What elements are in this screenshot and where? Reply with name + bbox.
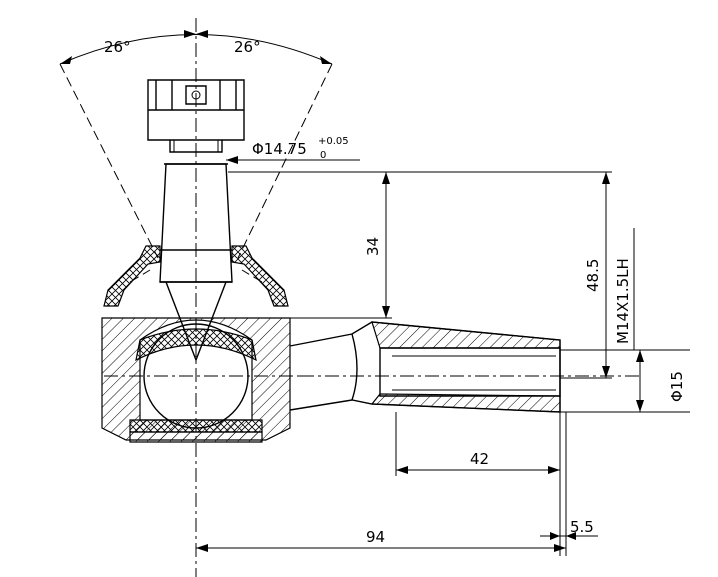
angle-line-right — [237, 63, 333, 259]
dim-thread: M14X1.5LH — [614, 228, 635, 350]
boot-left — [103, 245, 161, 307]
taper-diameter-label: Φ14.75 — [252, 140, 307, 158]
off-arrow-left — [550, 532, 560, 540]
nut-slots — [155, 80, 237, 110]
dim-overall-length: 94 — [196, 412, 567, 556]
h48-arrow-top — [602, 172, 610, 184]
angle-arrow-left — [60, 56, 72, 64]
boot-right — [231, 245, 289, 307]
d15-arrow-top — [636, 350, 644, 362]
dim-offset: 5.5 — [540, 412, 598, 556]
l94-arrow-left — [196, 544, 208, 552]
taper-arrow — [226, 156, 238, 164]
dim-thread-length: 42 — [395, 412, 561, 476]
cotter-hole — [191, 90, 201, 100]
stud-collar — [160, 249, 232, 283]
bore-diameter-label: Φ15 — [668, 371, 686, 402]
bearing-seat — [129, 419, 263, 433]
thread-length-label: 42 — [470, 450, 489, 468]
offset-label: 5.5 — [570, 518, 594, 536]
dim-height-48: 48.5 — [392, 171, 612, 379]
angle-dimension: 26° 26° — [59, 30, 333, 259]
nut-body — [147, 79, 245, 141]
nut-washer — [169, 140, 223, 153]
bearing-top — [135, 328, 257, 362]
cotter-pin — [185, 85, 207, 105]
shank-wall-top — [371, 321, 561, 349]
thread-label: M14X1.5LH — [614, 258, 632, 344]
angle-left-label: 26° — [104, 38, 131, 56]
nut-washer-detail — [173, 140, 219, 152]
shank — [289, 321, 640, 413]
threaded-bore — [379, 347, 561, 397]
d15-arrow-bottom — [636, 400, 644, 412]
h48-arrow-bottom — [602, 366, 610, 378]
angle-line-left — [59, 63, 159, 259]
taper-stud — [159, 163, 233, 362]
tolerance-upper: +0.05 — [318, 136, 349, 147]
thread-minor — [392, 355, 556, 391]
dim-bore-diameter: Φ15 — [560, 349, 690, 413]
l42-arrow-left — [396, 466, 408, 474]
angle-right-label: 26° — [234, 38, 261, 56]
h34-arrow-bottom — [382, 306, 390, 318]
dim-taper-diameter: Φ14.75 +0.05 0 — [226, 136, 360, 164]
angle-arc — [59, 34, 333, 65]
housing — [101, 317, 300, 443]
l42-arrow-right — [548, 466, 560, 474]
neck-curve — [351, 333, 358, 401]
stud-tip — [165, 281, 227, 362]
h34-arrow-top — [382, 172, 390, 184]
overall-length-label: 94 — [366, 528, 385, 546]
angle-arrow-right — [320, 56, 332, 64]
angle-arrow-mid-r — [196, 30, 208, 38]
off-arrow-right — [566, 532, 576, 540]
boot-hidden — [129, 269, 263, 283]
height-34-label: 34 — [364, 237, 382, 256]
castle-nut — [147, 79, 245, 153]
rubber-boot — [103, 245, 289, 307]
tolerance-lower: 0 — [320, 150, 326, 161]
bottom-plate — [129, 431, 263, 443]
angle-arrow-mid-l — [184, 30, 196, 38]
height-48-label: 48.5 — [584, 259, 602, 292]
dim-height-34: 34 — [228, 171, 392, 319]
